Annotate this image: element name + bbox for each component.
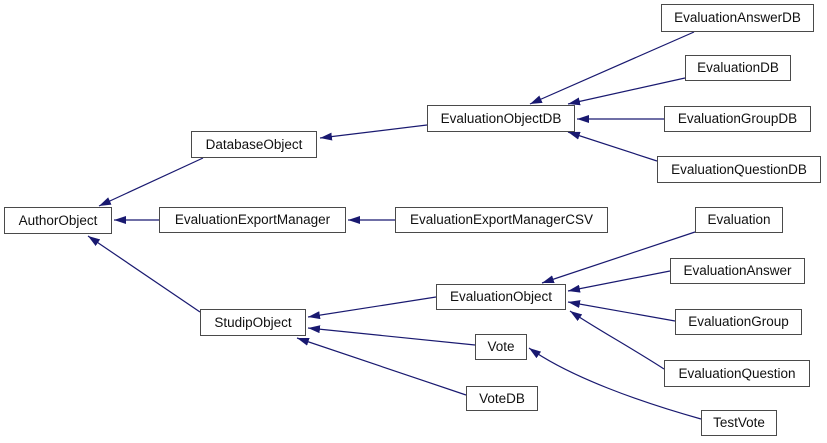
class-node-evaluation-group-db[interactable]: EvaluationGroupDB	[664, 106, 811, 132]
edge-evaluation-to-evaluation-object	[541, 231, 696, 284]
class-node-author-object[interactable]: AuthorObject	[4, 207, 112, 234]
class-node-evaluation-answer-db[interactable]: EvaluationAnswerDB	[661, 4, 814, 32]
class-node-evaluation-export-manager[interactable]: EvaluationExportManager	[159, 207, 346, 233]
class-node-evaluation-answer[interactable]: EvaluationAnswer	[670, 258, 805, 284]
edge-evaluation-object-to-studip-object	[307, 296, 437, 320]
edge-evaluation-question-db-to-evaluation-object-db	[567, 131, 658, 162]
class-node-evaluation-db[interactable]: EvaluationDB	[685, 55, 791, 81]
class-node-evaluation-object[interactable]: EvaluationObject	[436, 284, 566, 310]
edge-evaluation-answer-to-evaluation-object	[567, 270, 671, 293]
class-node-test-vote[interactable]: TestVote	[701, 410, 777, 436]
edge-evaluation-object-db-to-database-object	[319, 124, 428, 141]
class-node-evaluation-question-db[interactable]: EvaluationQuestionDB	[657, 156, 821, 183]
edge-evaluation-question-to-evaluation-object	[569, 310, 665, 370]
class-node-vote[interactable]: Vote	[475, 334, 527, 360]
edge-group	[87, 31, 702, 420]
edge-vote-db-to-studip-object	[296, 337, 467, 396]
edge-studip-object-to-author-object	[87, 235, 201, 313]
edge-evaluation-group-to-evaluation-object	[567, 300, 676, 322]
class-node-vote-db[interactable]: VoteDB	[466, 386, 538, 411]
class-node-evaluation-question[interactable]: EvaluationQuestion	[664, 360, 810, 387]
class-node-evaluation[interactable]: Evaluation	[695, 207, 783, 233]
class-node-evaluation-group[interactable]: EvaluationGroup	[675, 309, 802, 335]
class-node-studip-object[interactable]: StudipObject	[200, 309, 306, 336]
edge-vote-to-studip-object	[307, 325, 476, 346]
class-node-evaluation-object-db[interactable]: EvaluationObjectDB	[427, 105, 575, 132]
edge-evaluation-answer-db-to-evaluation-object-db	[529, 31, 695, 105]
edge-test-vote-to-vote	[528, 347, 702, 420]
edge-database-object-to-author-object	[98, 157, 204, 207]
class-node-database-object[interactable]: DatabaseObject	[191, 131, 317, 158]
edge-evaluation-db-to-evaluation-object-db	[567, 77, 686, 106]
class-node-evaluation-export-manager-csv[interactable]: EvaluationExportManagerCSV	[395, 207, 608, 233]
